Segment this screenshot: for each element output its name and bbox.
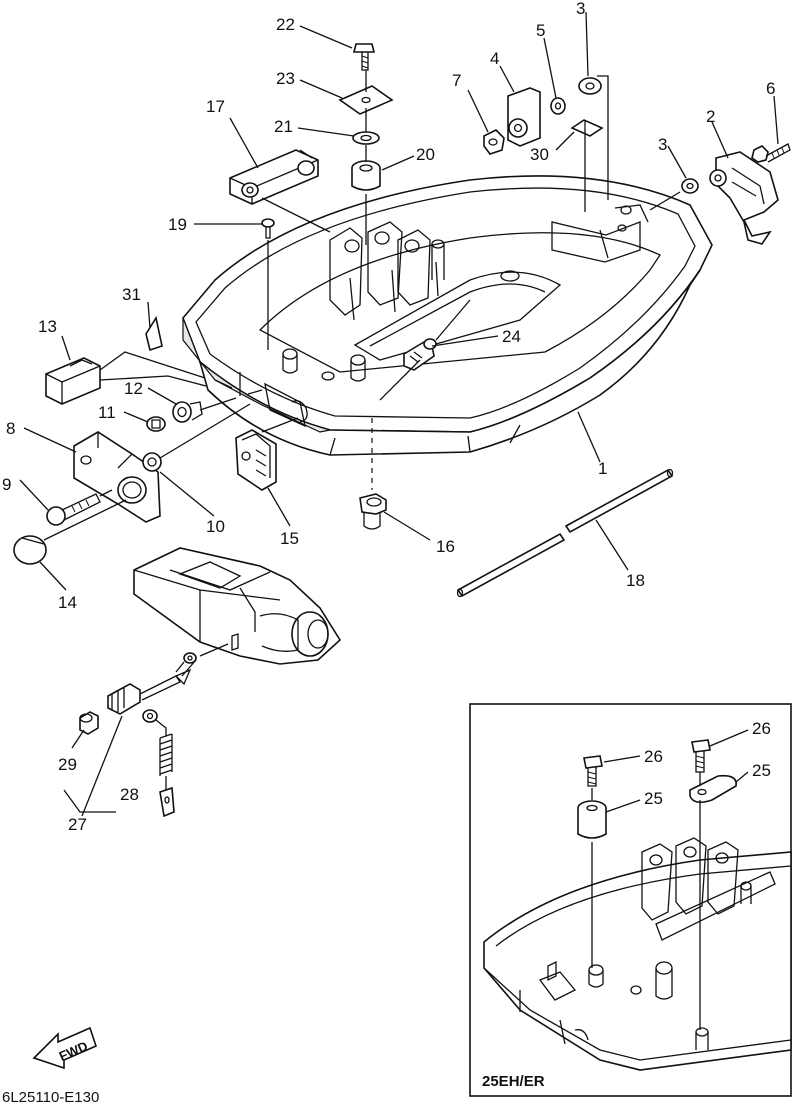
grommet-12: [172, 401, 203, 423]
label-19: 19: [168, 215, 187, 234]
label-31: 31: [122, 285, 141, 304]
label-14: 14: [58, 593, 77, 612]
ring-terminal: [175, 643, 229, 677]
label-20: 20: [416, 145, 435, 164]
label-10: 10: [206, 517, 225, 536]
label-4: 4: [490, 49, 499, 68]
label-16: 16: [436, 537, 455, 556]
bottom-cowling: [182, 175, 713, 490]
part-number-labels: 1 2 3 3 4 5 6 7 8 9 10 11 12 13 14 15 16…: [2, 0, 775, 834]
tag-30: [570, 119, 604, 137]
inset-label-25-left: 25: [644, 789, 663, 808]
label-9: 9: [2, 475, 11, 494]
label-1: 1: [598, 459, 607, 478]
cap-14: [13, 535, 47, 565]
drawing-code: 6L25110-E130: [2, 1089, 99, 1104]
bolt-6: [751, 143, 791, 163]
inset-label-25-right: 25: [752, 761, 771, 780]
label-3-top: 3: [576, 0, 585, 18]
rod-18: [456, 468, 674, 598]
label-21: 21: [274, 117, 293, 136]
plug-13: [45, 357, 101, 405]
tag-31: [145, 315, 163, 352]
label-30: 30: [530, 145, 549, 164]
bolt-22: [352, 43, 376, 71]
inset-plate-25-right: [689, 774, 737, 804]
mount-bosses: [282, 221, 445, 382]
inset-title: 25EH/ER: [482, 1073, 545, 1090]
bolt-9: [46, 493, 101, 526]
inset-sleeve-25-left: [577, 800, 607, 839]
label-27: 27: [68, 815, 87, 834]
label-22: 22: [276, 15, 295, 34]
plate-8: [73, 431, 161, 523]
lower-bracket-assembly: [133, 547, 342, 665]
inset-bolt-26-left: [583, 755, 603, 787]
label-6: 6: [766, 79, 775, 98]
fwd-arrow-icon: FWD: [32, 1026, 97, 1070]
nut-3-top: [578, 77, 602, 95]
screw-19: [261, 218, 275, 239]
inset-label-26-right: 26: [752, 719, 771, 738]
label-29: 29: [58, 755, 77, 774]
cap-29: [79, 711, 99, 735]
label-24: 24: [502, 327, 521, 346]
bracket-4: [507, 87, 541, 147]
label-11: 11: [98, 403, 116, 422]
label-17: 17: [206, 97, 225, 116]
washer-5: [550, 97, 566, 115]
grommet-16: [359, 493, 387, 530]
label-3-right: 3: [658, 135, 667, 154]
washer-11: [146, 416, 166, 432]
label-28: 28: [120, 785, 139, 804]
connector-27: [107, 668, 192, 715]
label-5: 5: [536, 21, 545, 40]
nut-7: [483, 129, 505, 155]
label-23: 23: [276, 69, 295, 88]
leader-lines: [19, 11, 779, 817]
label-8: 8: [6, 419, 15, 438]
label-15: 15: [280, 529, 299, 548]
grommet-20: [351, 160, 381, 191]
plate-23: [338, 85, 394, 115]
plate-15: [235, 429, 277, 491]
label-7: 7: [452, 71, 461, 90]
inset-25eh-er: 26 26 25 25 25EH/ER: [469, 703, 792, 1097]
inset-label-26-left: 26: [644, 747, 663, 766]
label-18: 18: [626, 571, 645, 590]
nut-10: [142, 452, 162, 472]
label-13: 13: [38, 317, 57, 336]
label-2: 2: [706, 107, 715, 126]
nut-3-right: [681, 178, 699, 194]
bracket-2: [709, 151, 779, 245]
bracket-17: [229, 149, 319, 205]
washer-21: [352, 131, 380, 145]
label-12: 12: [124, 379, 143, 398]
spring-wire-28: [142, 709, 175, 818]
